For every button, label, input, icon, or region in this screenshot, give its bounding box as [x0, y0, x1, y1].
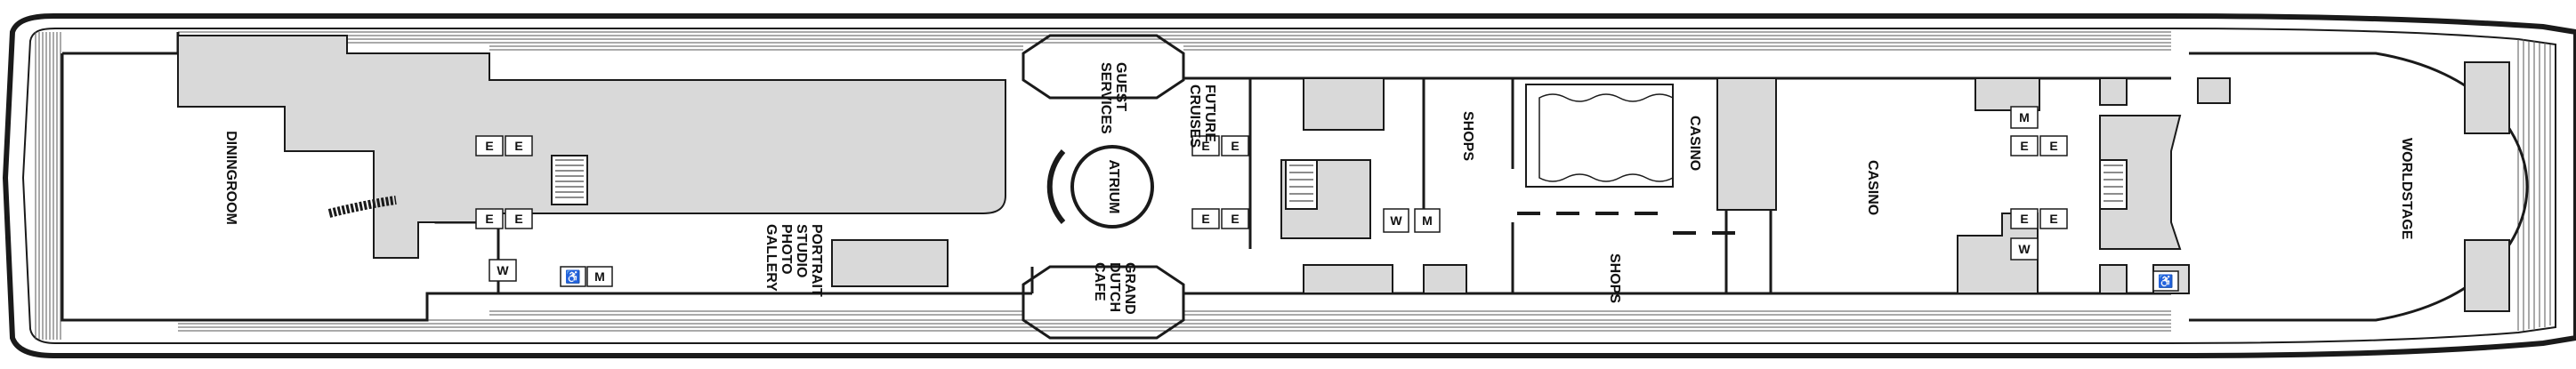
atrium-label: ATRIUM: [1106, 159, 1121, 213]
svg-text:CAFE: CAFE: [1092, 262, 1107, 301]
accessible-icon: ♿: [2158, 274, 2173, 289]
guest-services-label: GUEST SERVICES: [1098, 62, 1128, 134]
men-restroom-icon: M: [594, 269, 605, 284]
casino-main-label: CASINO: [1865, 160, 1880, 215]
svg-text:CRUISES: CRUISES: [1187, 84, 1202, 148]
galley-block: [177, 35, 1006, 259]
future-cruises-label: FUTURE CRUISES: [1187, 84, 1217, 148]
elevator-icon: E: [2020, 139, 2028, 153]
elevator-icon: E: [1231, 212, 1239, 226]
stern-deck: [35, 32, 61, 340]
world-stage-label: WORLDSTAGE: [2399, 138, 2414, 240]
shops-upper-label: SHOPS: [1460, 111, 1475, 161]
elevator-labels: E E E E E E E E E E E E: [485, 139, 2057, 226]
accessible-icon: ♿: [565, 269, 580, 285]
bow-deck: [2517, 39, 2551, 331]
elevator-icon: E: [1201, 212, 1209, 226]
svg-text:PHOTO: PHOTO: [779, 224, 794, 275]
grand-dutch-cafe-label: GRAND DUTCH CAFE: [1092, 262, 1137, 315]
elevator-icon: E: [514, 212, 522, 226]
svg-text:GUEST: GUEST: [1113, 62, 1128, 111]
restroom-boxes: [489, 106, 2179, 292]
stair-treads: [555, 159, 2123, 202]
elevator-icon: E: [2049, 139, 2057, 153]
elevator-icon: E: [485, 212, 493, 226]
portrait-studio-label: PORTRAIT STUDIO PHOTO GALLERY: [763, 224, 824, 297]
svg-text:SERVICES: SERVICES: [1098, 62, 1113, 134]
casino-small-label: CASINO: [1687, 116, 1702, 171]
svg-text:GALLERY: GALLERY: [763, 224, 779, 292]
svg-text:PORTRAIT: PORTRAIT: [809, 224, 824, 297]
elevator-icon: E: [1201, 139, 1209, 153]
svg-text:DUTCH: DUTCH: [1107, 262, 1122, 312]
elevator-icon: E: [514, 139, 522, 153]
dining-stair-icon: [327, 196, 397, 218]
women-restroom-icon: W: [2018, 242, 2031, 256]
elevator-icon: E: [2020, 212, 2028, 226]
venue-labels: DININGROOM GUEST SERVICES FUTURE CRUISES…: [223, 62, 2414, 315]
women-restroom-icon: W: [1390, 213, 1402, 228]
elevator-icon: E: [2049, 212, 2057, 226]
shop-partitions: [1517, 212, 1735, 235]
shop-display: [1538, 93, 1674, 182]
shop-case: [1525, 84, 1674, 188]
atrium-well: [1046, 145, 1154, 229]
restroom-labels: W ♿ M W M M W ♿: [497, 110, 2173, 289]
dining-room-label: DININGROOM: [223, 131, 238, 225]
elevator-icon: E: [485, 139, 493, 153]
hull: [2, 13, 2576, 358]
svg-text:GRAND: GRAND: [1122, 262, 1137, 315]
portrait-studio: [831, 239, 949, 287]
men-restroom-icon: M: [1422, 213, 1433, 228]
men-restroom-icon: M: [2019, 110, 2030, 124]
promenade-deck: [178, 31, 2171, 332]
svg-text:FUTURE: FUTURE: [1202, 84, 1217, 142]
elevator-icon: E: [1231, 139, 1239, 153]
rooms: [177, 35, 2510, 312]
elevators: [475, 135, 2068, 229]
shops-lower-label: SHOPS: [1607, 253, 1622, 303]
svg-text:STUDIO: STUDIO: [794, 224, 809, 277]
women-restroom-icon: W: [497, 263, 509, 277]
